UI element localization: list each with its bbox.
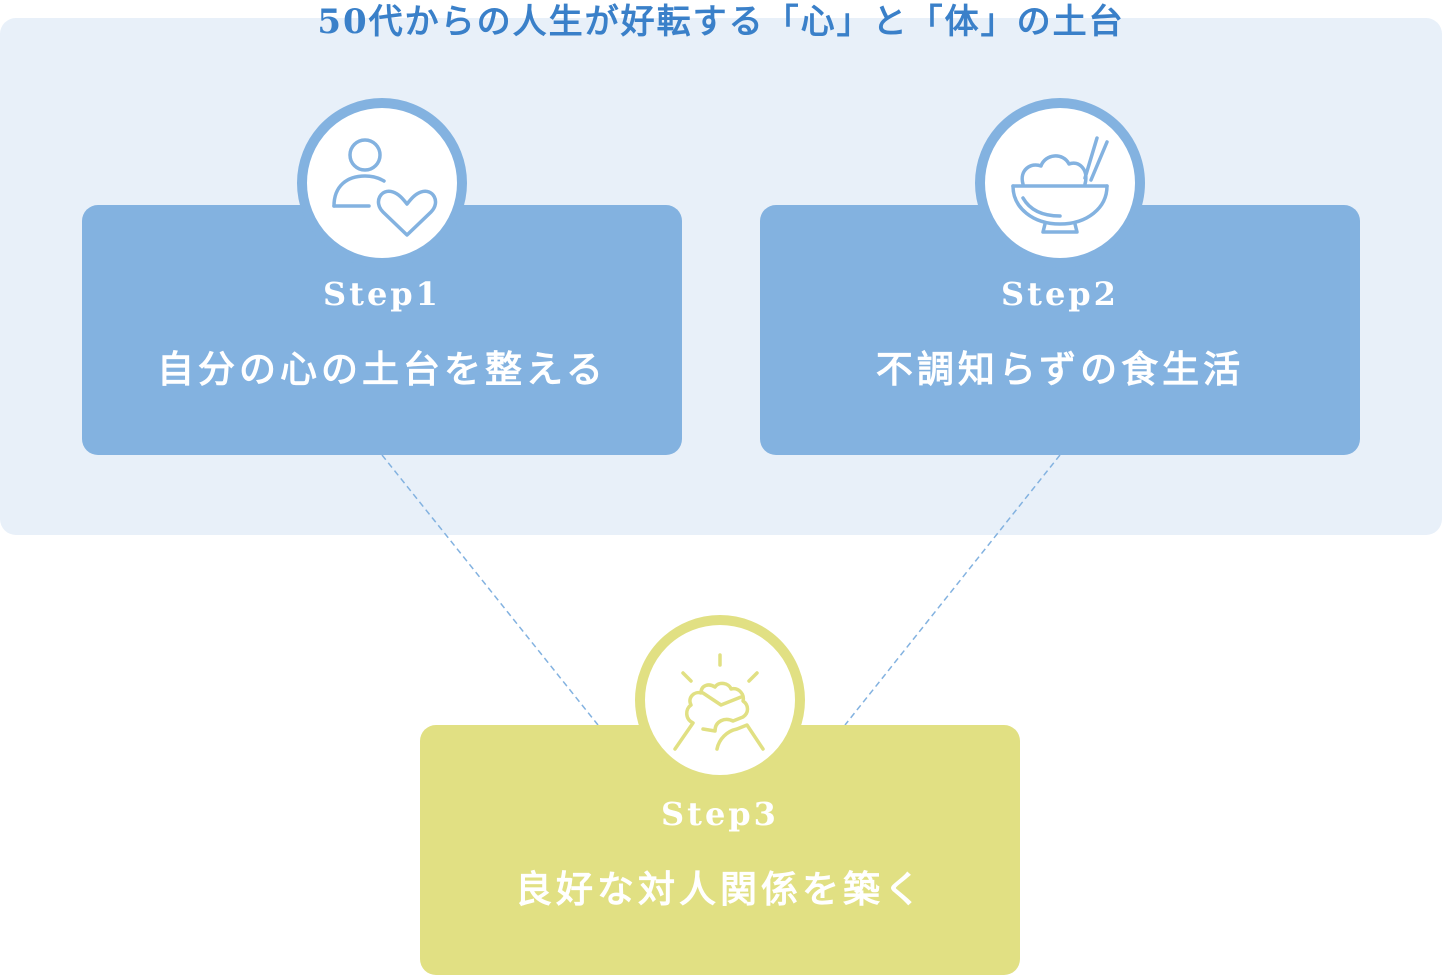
connector-step1-step3 xyxy=(381,454,599,726)
step2-label: 不調知らずの食生活 xyxy=(875,347,1245,391)
step1-label: 自分の心の土台を整える xyxy=(157,347,607,391)
diagram-title: 50代からの人生が好転する「心」と「体」の土台 xyxy=(317,2,1125,42)
handshake-icon xyxy=(635,615,805,785)
rice-bowl-icon xyxy=(975,98,1145,268)
step3-card: Step3 良好な対人関係を築く xyxy=(420,725,1020,975)
connector-step2-step3 xyxy=(844,454,1061,726)
person-heart-icon xyxy=(297,98,467,268)
step2-number: Step2 xyxy=(1001,275,1119,313)
step3-label: 良好な対人関係を築く xyxy=(515,867,925,911)
step1-number: Step1 xyxy=(323,275,441,313)
step3-number: Step3 xyxy=(661,795,779,833)
